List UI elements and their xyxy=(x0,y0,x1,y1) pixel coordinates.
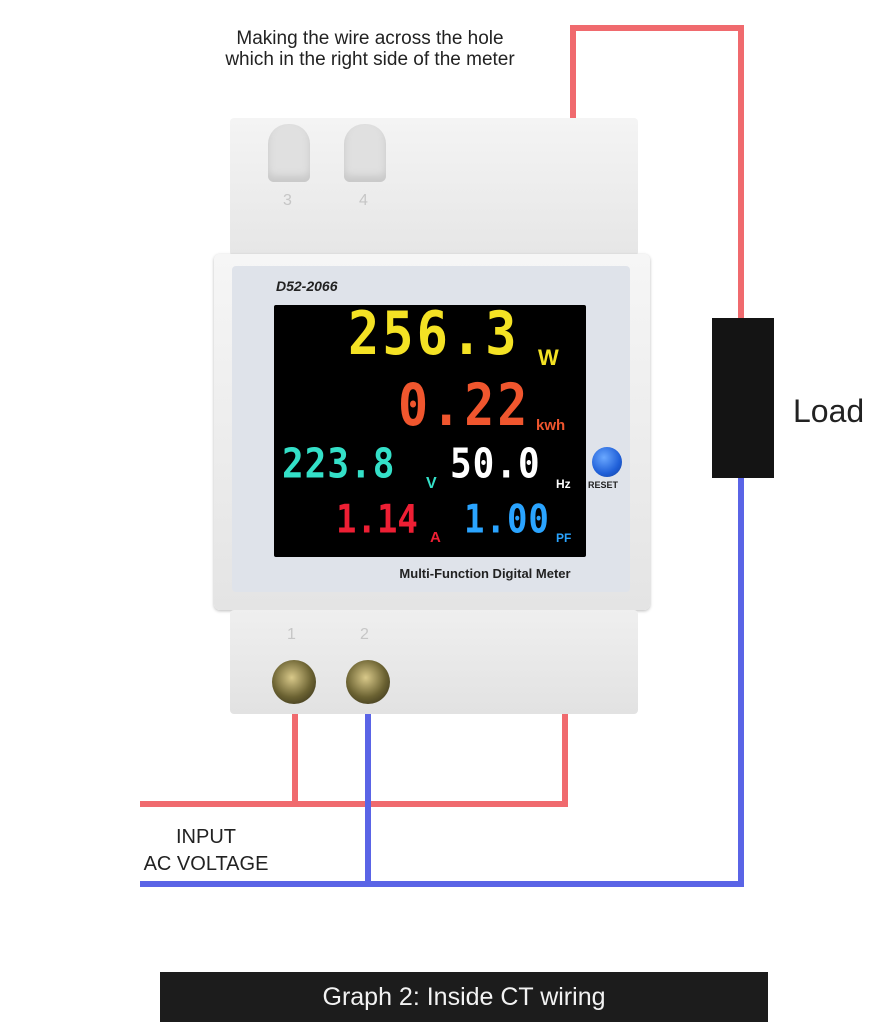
current-unit: A xyxy=(430,529,441,546)
power-factor-value: 1.00 xyxy=(464,497,550,543)
input-label-line-2: AC VOLTAGE xyxy=(143,853,269,875)
voltage-value: 223.8 xyxy=(282,440,396,488)
terminal-socket-4 xyxy=(344,124,386,182)
terminal-socket-3 xyxy=(268,124,310,182)
load-label: Load xyxy=(793,393,865,429)
terminal-number-1: 1 xyxy=(287,626,296,643)
current-transformer-block xyxy=(712,318,774,478)
instruction-note: Making the wire across the hole which in… xyxy=(150,28,590,70)
terminal-number-3: 3 xyxy=(283,192,292,209)
terminal-screw-2 xyxy=(346,660,390,704)
neutral-wire-load xyxy=(368,476,744,887)
power-unit: W xyxy=(538,345,559,370)
energy-unit: kwh xyxy=(536,417,566,434)
power-value: 256.3 xyxy=(348,300,520,369)
power-factor-unit: PF xyxy=(556,531,572,545)
lcd-screen: 256.3 W 0.22 kwh 223.8 V 50.0 Hz 1.14 A … xyxy=(274,300,586,557)
live-wire-to-ct xyxy=(295,708,568,807)
frequency-value: 50.0 xyxy=(450,440,541,488)
terminal-screw-1 xyxy=(272,660,316,704)
note-line-1: Making the wire across the hole xyxy=(236,28,504,49)
energy-value: 0.22 xyxy=(398,372,531,439)
model-number: D52-2066 xyxy=(276,278,338,294)
voltage-unit: V xyxy=(426,475,437,492)
reset-button[interactable] xyxy=(592,447,622,477)
meter-name: Multi-Function Digital Meter xyxy=(399,566,571,581)
note-line-2: which in the right side of the meter xyxy=(225,49,515,70)
live-wire-ct-top xyxy=(570,25,744,322)
terminal-number-2: 2 xyxy=(360,626,369,643)
input-voltage-label: INPUT AC VOLTAGE xyxy=(132,824,280,878)
input-label-line-1: INPUT xyxy=(176,826,236,848)
current-value: 1.14 xyxy=(336,497,418,543)
frequency-unit: Hz xyxy=(556,477,571,491)
terminal-number-4: 4 xyxy=(359,192,368,209)
reset-label: RESET xyxy=(588,480,619,490)
diagram-caption: Graph 2: Inside CT wiring xyxy=(160,972,768,1022)
